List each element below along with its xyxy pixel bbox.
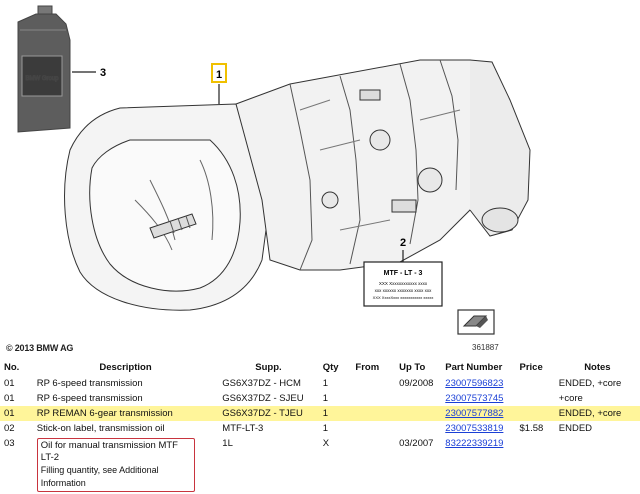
cell-upto: [395, 406, 442, 421]
cell-qty: 1: [322, 378, 328, 389]
parts-table: No. Description Supp. Qty From Up To Par…: [0, 358, 640, 494]
col-from: From: [355, 362, 380, 373]
cell-no: 01: [0, 406, 33, 421]
cell-price: $1.58: [519, 423, 544, 434]
parts-diagram: BMW Group 3 1 2 MTF - LT - 3 XX: [17, 5, 531, 352]
cell-no: 01: [4, 393, 15, 404]
callout-1[interactable]: 1: [216, 69, 222, 81]
cell-qty: 1: [322, 423, 328, 434]
cell-no: 01: [4, 378, 15, 389]
cell-from: [351, 436, 395, 494]
image-number-icon: [457, 309, 495, 335]
table-header-row: No. Description Supp. Qty From Up To Par…: [0, 358, 640, 376]
cell-supp: GS6X37DZ - SJEU: [222, 393, 304, 404]
cell-description: RP REMAN 6-gear transmission: [32, 406, 219, 421]
col-notes: Notes: [584, 362, 611, 373]
col-price: Price: [519, 362, 543, 373]
table-row-highlighted[interactable]: 01 RP REMAN 6-gear transmission GS6X37DZ…: [0, 406, 640, 421]
col-supp: Supp.: [255, 362, 282, 373]
image-number: 361887: [472, 343, 499, 352]
label-line-1: XXX Xxxxxxxxxxxx xxxx: [379, 281, 428, 286]
parts-table-container: No. Description Supp. Qty From Up To Par…: [0, 358, 640, 494]
part-number-link[interactable]: 23007573745: [445, 393, 504, 404]
description-highlight-box: Oil for manual transmission MTF LT-2 Fil…: [36, 438, 195, 492]
label-title: MTF - LT - 3: [384, 270, 423, 277]
cell-notes: [555, 436, 640, 494]
col-upto: Up To: [399, 362, 426, 373]
cell-supp: GS6X37DZ - TJEU: [218, 406, 319, 421]
cell-description: Oil for manual transmission MTF LT-2: [40, 440, 178, 463]
cell-notes: ENDED, +core: [558, 378, 622, 389]
copyright: © 2013 BMW AG: [6, 343, 74, 353]
cell-price: [516, 436, 555, 494]
col-description: Description: [99, 362, 152, 373]
cell-from: [351, 406, 396, 421]
cell-upto: [395, 421, 441, 436]
cell-description: Stick-on label, transmission oil: [36, 423, 165, 434]
cell-price: [515, 406, 555, 421]
cell-description-box: Oil for manual transmission MTF LT-2 Fil…: [33, 436, 219, 494]
cell-description-extra: Filling quantity, see Additional Informa…: [40, 465, 159, 488]
part-number-link[interactable]: 23007533819: [445, 423, 504, 434]
cell-upto: 03/2007: [399, 438, 434, 449]
cell-no: 02: [4, 423, 15, 434]
cell-qty: 1: [322, 393, 328, 404]
bottle-label: BMW Group: [25, 76, 59, 82]
table-row[interactable]: 01 RP 6-speed transmission GS6X37DZ - HC…: [0, 376, 640, 391]
cell-description: RP 6-speed transmission: [36, 378, 143, 389]
cell-supp: MTF-LT-3: [222, 423, 264, 434]
cell-qty: X: [322, 438, 330, 449]
label-line-2: xxx xxxxxx xxxxxxx xxxx xxx: [375, 288, 433, 293]
cell-supp: GS6X37DZ - HCM: [222, 378, 301, 389]
label-line-3: XXX XxxxXxxx xxxxxxxxxxx xxxxx: [373, 295, 434, 300]
cell-no: 03: [4, 438, 15, 449]
table-row[interactable]: 01 RP 6-speed transmission GS6X37DZ - SJ…: [0, 391, 640, 406]
cell-notes: ENDED: [558, 423, 593, 434]
cell-price: [516, 376, 555, 391]
cell-description: RP 6-speed transmission: [36, 393, 143, 404]
col-qty: Qty: [322, 362, 339, 373]
cell-notes: +core: [558, 393, 583, 404]
callout-3[interactable]: 3: [100, 67, 106, 79]
table-row[interactable]: 03 Oil for manual transmission MTF LT-2 …: [0, 436, 640, 494]
callout-2[interactable]: 2: [400, 237, 406, 249]
cell-upto: [395, 391, 441, 406]
oil-label-illustration: MTF - LT - 3 XXX Xxxxxxxxxxxx xxxx xxx x…: [363, 261, 443, 307]
transmission-illustration: [64, 59, 531, 311]
cell-from: [351, 376, 395, 391]
cell-from: [351, 421, 395, 436]
part-number-link[interactable]: 23007577882: [445, 408, 504, 419]
cell-from: [351, 391, 395, 406]
part-number-link[interactable]: 23007596823: [445, 378, 504, 389]
cell-qty: 1: [318, 406, 352, 421]
cell-notes: ENDED, +core: [554, 406, 640, 421]
cell-upto: 09/2008: [399, 378, 434, 389]
col-part-number: Part Number: [445, 362, 503, 373]
cell-supp: 1L: [222, 438, 233, 449]
col-no: No.: [4, 362, 20, 373]
part-number-link[interactable]: 83222339219: [445, 438, 504, 449]
table-row[interactable]: 02 Stick-on label, transmission oil MTF-…: [0, 421, 640, 436]
oil-bottle-illustration: BMW Group: [17, 5, 71, 133]
callout-1-highlight: [211, 63, 227, 83]
cell-price: [516, 391, 555, 406]
